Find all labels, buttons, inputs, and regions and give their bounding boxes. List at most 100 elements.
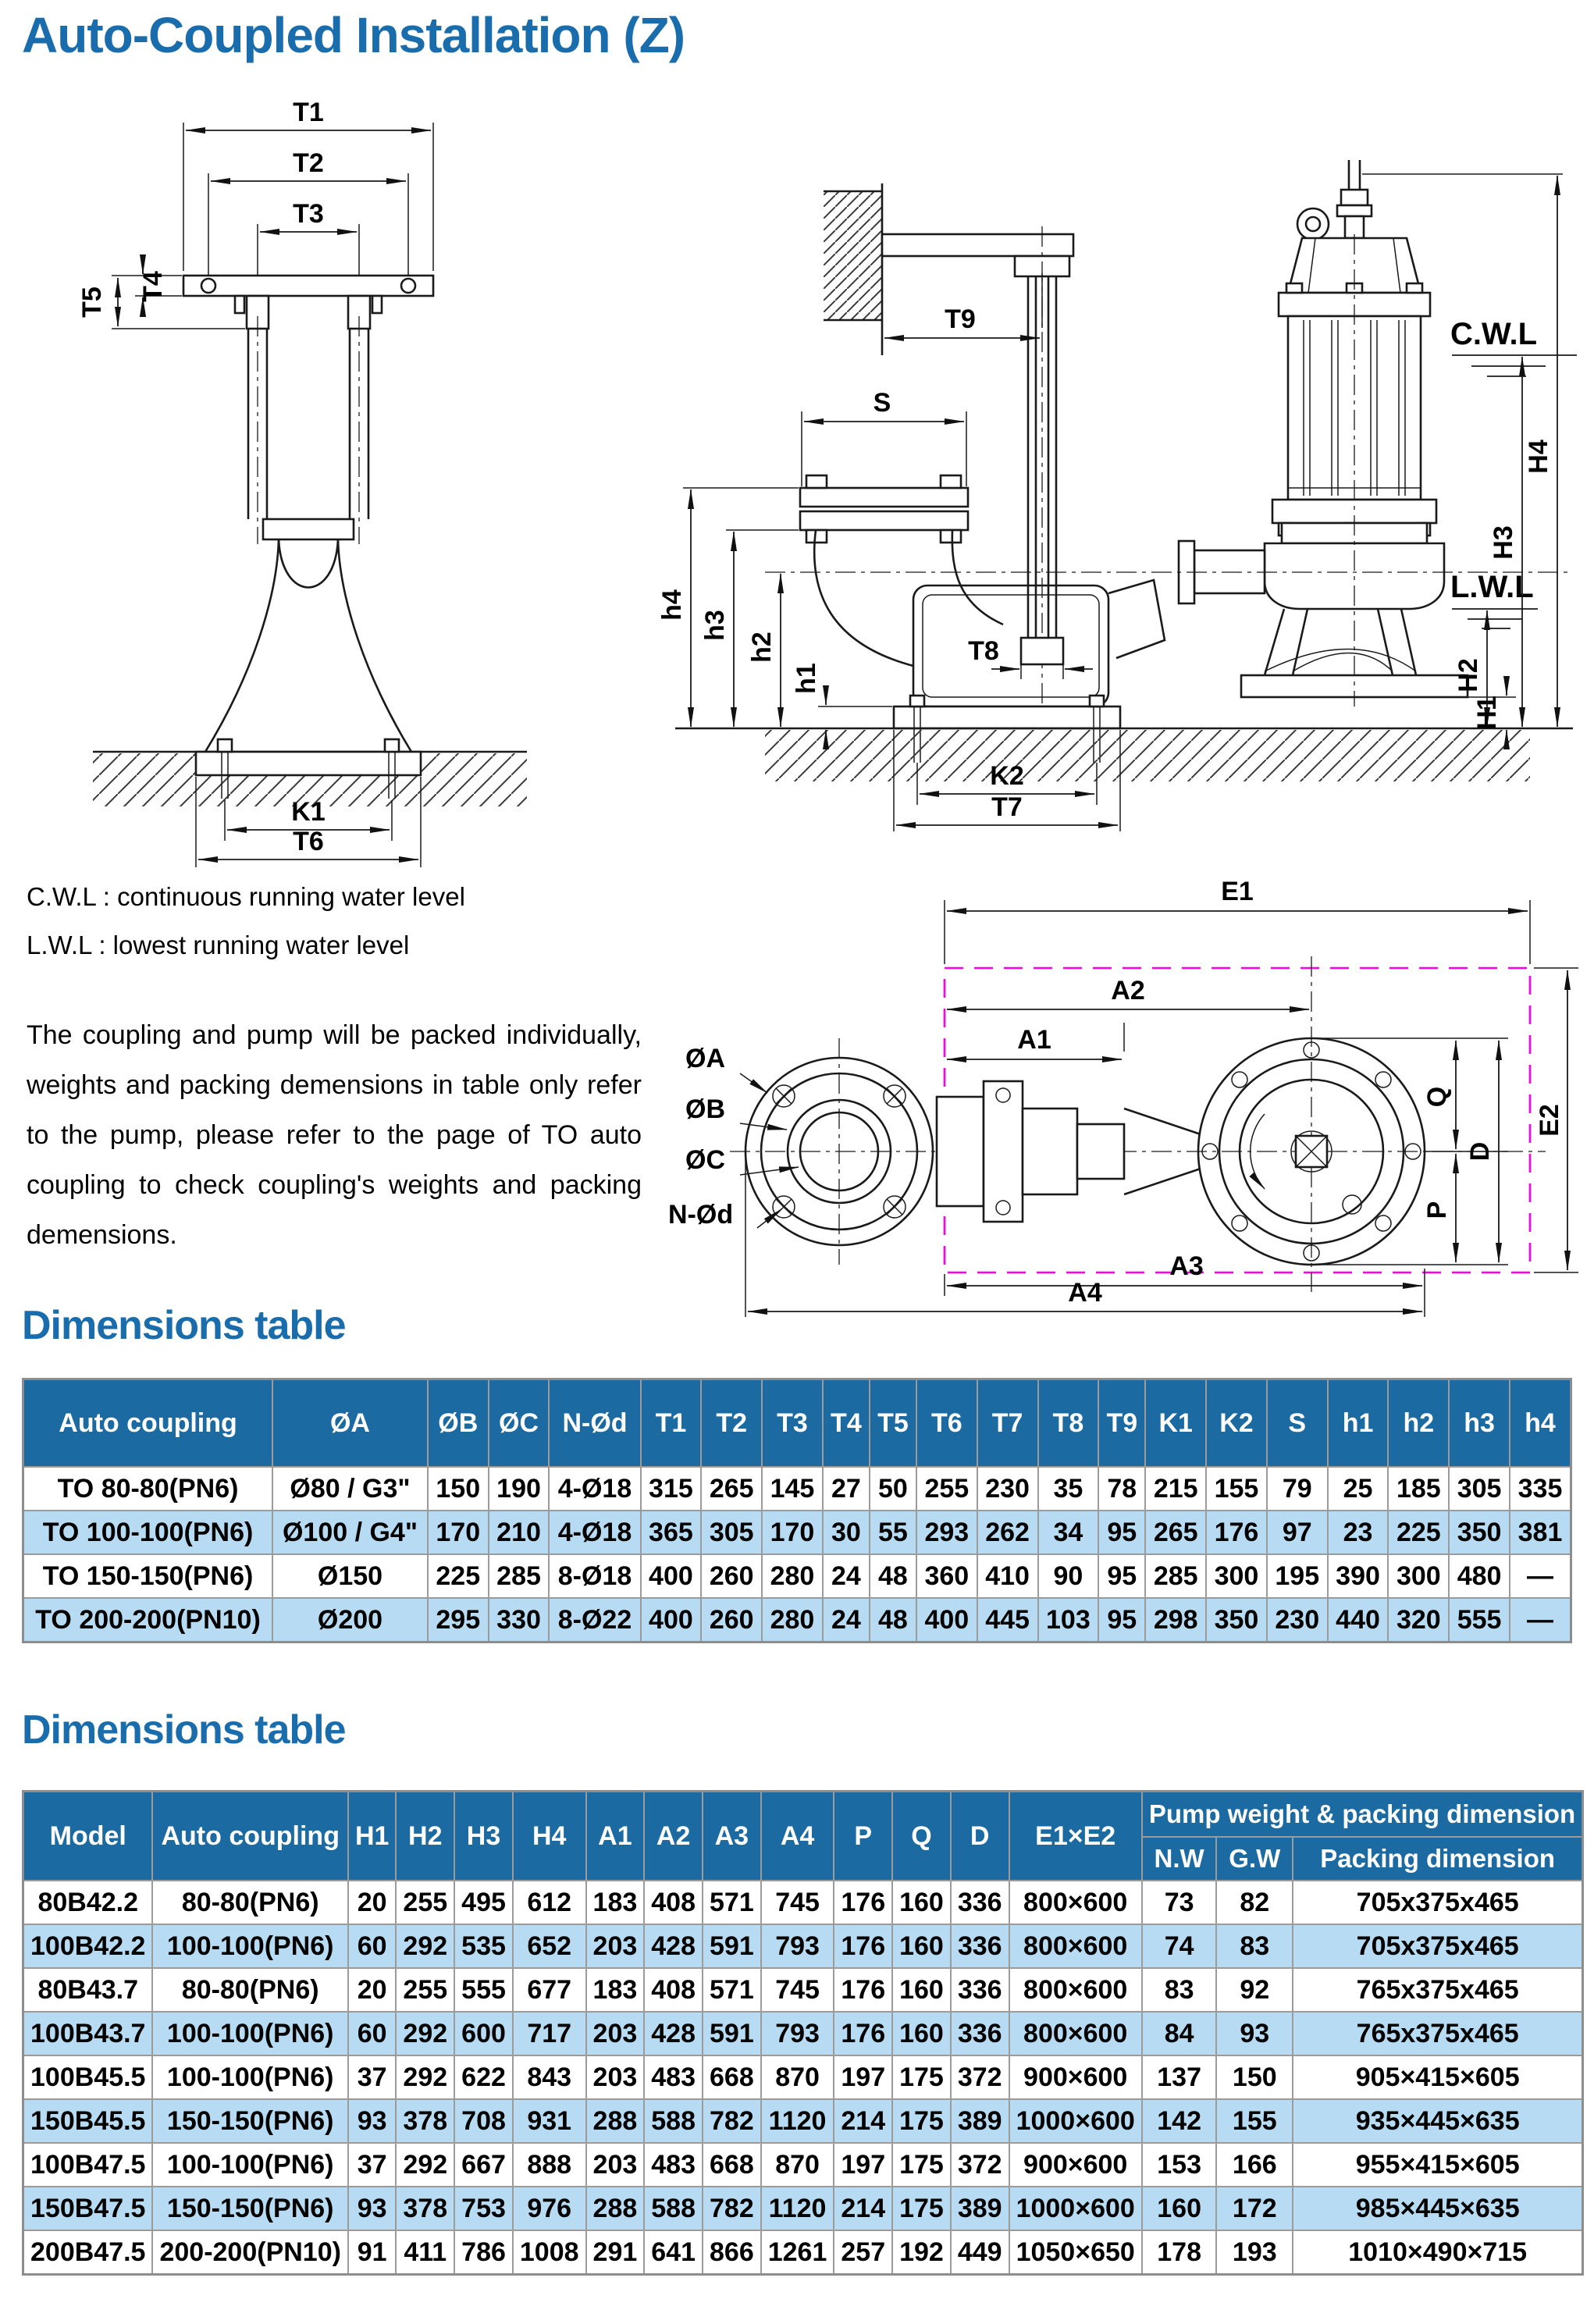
- table-cell: 170: [761, 1510, 824, 1555]
- table-cell: 48: [868, 1597, 917, 1643]
- ground: [675, 727, 1573, 781]
- table-cell: 190: [487, 1466, 550, 1511]
- dim-label-k1: K1: [291, 797, 325, 827]
- table-cell: 172: [1215, 2186, 1294, 2231]
- table-cell: 142: [1140, 2098, 1218, 2144]
- table-cell: 150-150(PN6): [151, 2098, 349, 2144]
- table-cell: 292: [395, 2011, 456, 2056]
- column-header: T7: [976, 1378, 1039, 1468]
- table-cell: 378: [395, 2098, 456, 2144]
- cwl-label: C.W.L: [1450, 317, 1537, 351]
- wall-bracket: [824, 183, 1075, 355]
- dim-a1-a2: A2 A1: [946, 976, 1310, 1062]
- table-cell: 100-100(PN6): [151, 2011, 349, 2056]
- column-header: T3: [761, 1378, 824, 1468]
- column-header: A1: [585, 1790, 646, 1881]
- table-cell: 83: [1140, 1967, 1218, 2013]
- table-cell: 800×600: [1008, 1880, 1143, 1925]
- table-cell: 335: [1509, 1466, 1572, 1511]
- dim-label-oa: ØA: [685, 1044, 725, 1073]
- table-cell: 765x375x465: [1292, 2011, 1584, 2056]
- table-cell: 230: [1265, 1597, 1329, 1643]
- table-cell: 203: [585, 2011, 646, 2056]
- table-cell: 1120: [760, 2186, 835, 2231]
- table-cell: 612: [511, 1880, 587, 1925]
- column-header: T1: [639, 1378, 703, 1468]
- column-header: T2: [700, 1378, 763, 1468]
- table-cell: 378: [395, 2186, 456, 2231]
- dim-e1-e2: E1 E2: [944, 877, 1578, 1273]
- table-cell: 34: [1037, 1510, 1100, 1555]
- table-cell: —: [1509, 1597, 1572, 1643]
- table-cell: 870: [760, 2142, 835, 2187]
- table-cell: 60: [347, 2011, 397, 2056]
- table-cell: 37: [347, 2142, 397, 2187]
- table-cell: 183: [585, 1880, 646, 1925]
- table-cell: 360: [915, 1553, 978, 1599]
- table-cell: 292: [395, 2142, 456, 2187]
- column-header: T9: [1098, 1378, 1147, 1468]
- table-cell: 230: [976, 1466, 1039, 1511]
- table-cell: 381: [1509, 1510, 1572, 1555]
- table-cell: 400: [639, 1597, 703, 1643]
- column-group-header: Pump weight & packing dimension: [1140, 1790, 1584, 1838]
- table-cell: 80B42.2: [22, 1880, 154, 1925]
- table-cell: TO 80-80(PN6): [22, 1466, 274, 1511]
- table-cell: 4-Ø18: [548, 1510, 642, 1555]
- table-cell: 350: [1448, 1510, 1510, 1555]
- table-cell: 320: [1387, 1597, 1450, 1643]
- table-cell: 336: [949, 1967, 1010, 2013]
- table-cell: 92: [1215, 1967, 1294, 2013]
- table-cell: 300: [1387, 1553, 1450, 1599]
- table-cell: 90: [1037, 1553, 1100, 1599]
- table-cell: 800×600: [1008, 1924, 1143, 1969]
- table-cell: 137: [1140, 2055, 1218, 2100]
- table-cell: 8-Ø18: [548, 1553, 642, 1599]
- dim-label-ob: ØB: [685, 1094, 725, 1124]
- table-cell: 677: [511, 1967, 587, 2013]
- table-cell: 350: [1205, 1597, 1268, 1643]
- table-cell: 60: [347, 1924, 397, 1969]
- column-header: A4: [760, 1790, 835, 1881]
- lwl-note: L.W.L : lowest running water level: [27, 931, 410, 959]
- discharge-elbow: [799, 474, 1166, 763]
- dim-label-a2: A2: [1111, 976, 1144, 1005]
- dim-label-H4: H4: [1524, 440, 1553, 474]
- column-subheader: N.W: [1140, 1836, 1218, 1881]
- table-cell: 176: [833, 1924, 894, 1969]
- table-cell: 288: [585, 2186, 646, 2231]
- table-cell: 866: [702, 2230, 762, 2276]
- table-cell: 185: [1387, 1466, 1450, 1511]
- dim-label-t8: T8: [968, 636, 999, 666]
- table-cell: 55: [868, 1510, 917, 1555]
- table-cell: 78: [1098, 1466, 1147, 1511]
- table-cell: 1010×490×715: [1292, 2230, 1584, 2276]
- table-cell: 390: [1326, 1553, 1389, 1599]
- table-cell: 79: [1265, 1466, 1329, 1511]
- table-cell: TO 150-150(PN6): [22, 1553, 274, 1599]
- table-cell: 591: [702, 1924, 762, 1969]
- dim-label-t1: T1: [293, 98, 324, 127]
- dim-label-t4: T4: [138, 271, 168, 302]
- table-cell: 35: [1037, 1466, 1100, 1511]
- table-cell: 25: [1326, 1466, 1389, 1511]
- table-cell: 588: [643, 2186, 703, 2231]
- table-cell: 793: [760, 2011, 835, 2056]
- table-cell: 336: [949, 1880, 1010, 1925]
- table-cell: 288: [585, 2098, 646, 2144]
- table-cell: 100-100(PN6): [151, 2055, 349, 2100]
- table-cell: 900×600: [1008, 2055, 1143, 2100]
- table-cell: 285: [1144, 1553, 1208, 1599]
- table-cell: 298: [1144, 1597, 1208, 1643]
- column-header: ØB: [426, 1378, 489, 1468]
- table-cell: 20: [347, 1967, 397, 2013]
- table-cell: 260: [700, 1553, 763, 1599]
- table-cell: 745: [760, 1880, 835, 1925]
- table-cell: 73: [1140, 1880, 1218, 1925]
- table-cell: 95: [1098, 1553, 1147, 1599]
